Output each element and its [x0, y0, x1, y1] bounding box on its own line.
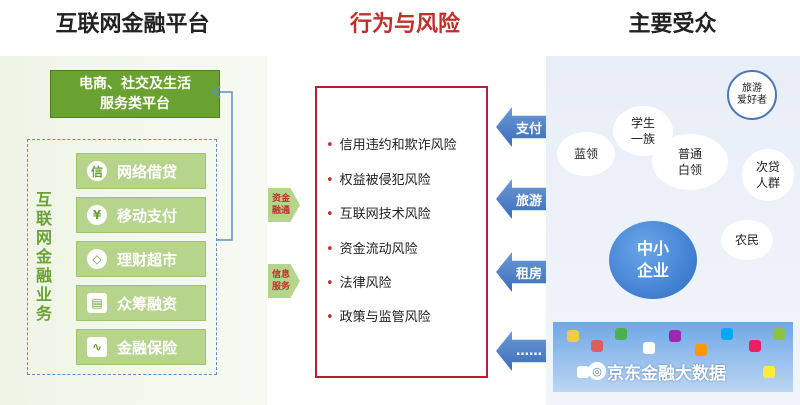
- audience-sme: 中小 企业: [609, 221, 697, 299]
- service-mobile-payment: ¥ 移动支付: [76, 197, 206, 233]
- service-p2p-lending: 信 网络借贷: [76, 153, 206, 189]
- app-icon: [749, 340, 761, 352]
- channel-arrow-payment: 支付: [496, 107, 546, 147]
- business-vertical-label: 互 联 网 金 融 业 务: [35, 190, 52, 323]
- wechat-icon: ◎: [588, 362, 606, 380]
- service-label: 理财超市: [117, 250, 178, 269]
- app-icon: [615, 328, 627, 340]
- service-label: 众筹融资: [117, 294, 178, 313]
- risk-item: •资金流动风险: [326, 242, 418, 257]
- service-label: 金融保险: [117, 338, 178, 357]
- app-icon: [721, 328, 733, 340]
- app-icon: [577, 366, 589, 378]
- diamond-icon: ◇: [87, 249, 107, 269]
- connector-funding: 资金融通: [268, 188, 300, 222]
- app-icon: [669, 330, 681, 342]
- app-icon: [773, 328, 785, 340]
- risk-item: •互联网技术风险: [326, 207, 431, 222]
- platform-line-1: 电商、社交及生活: [79, 76, 191, 92]
- watermark-text: 京东金融大数据: [607, 364, 726, 384]
- audience-farmers: 农民: [721, 220, 773, 260]
- credit-icon: 信: [87, 161, 107, 181]
- app-icon: [591, 340, 603, 352]
- service-wealth-market: ◇ 理财超市: [76, 241, 206, 277]
- channel-arrow-travel: 旅游: [496, 179, 546, 219]
- risk-item: •信用违约和欺诈风险: [326, 138, 457, 153]
- risk-item: •权益被侵犯风险: [326, 173, 431, 188]
- service-label: 网络借贷: [117, 162, 178, 181]
- app-icon: [695, 344, 707, 356]
- risk-item: •政策与监管风险: [326, 310, 431, 325]
- service-label: 移动支付: [117, 206, 178, 225]
- right-column-title: 主要受众: [628, 12, 717, 37]
- audience-travel-lovers: 旅游 爱好者: [727, 70, 777, 120]
- audience-subprime: 次贷 人群: [742, 149, 794, 201]
- audience-blue-collar: 蓝领: [557, 132, 615, 176]
- service-crowdfunding: ▤ 众筹融资: [76, 285, 206, 321]
- social-icons-strip: [553, 322, 793, 392]
- channel-arrow-more: ……: [496, 331, 546, 371]
- app-icon: [763, 366, 775, 378]
- platform-line-2: 服务类平台: [100, 96, 170, 112]
- channel-arrow-rental: 租房: [496, 252, 546, 292]
- chart-icon: ∿: [87, 337, 107, 357]
- service-insurance: ∿ 金融保险: [76, 329, 206, 365]
- business-group-frame: [27, 139, 217, 375]
- app-icon: [567, 330, 579, 342]
- platform-box: 电商、社交及生活 服务类平台: [50, 70, 220, 118]
- middle-column-title: 行为与风险: [349, 12, 460, 37]
- left-column-title: 互联网金融平台: [55, 12, 210, 37]
- document-icon: ▤: [87, 293, 107, 313]
- app-icon: [643, 342, 655, 354]
- feedback-bracket-arrow: [210, 86, 233, 241]
- connector-information: 信息服务: [268, 264, 300, 298]
- yen-icon: ¥: [87, 205, 107, 225]
- risk-box: [315, 86, 488, 378]
- risk-item: •法律风险: [326, 276, 392, 291]
- audience-white-collar: 普通 白领: [652, 134, 728, 190]
